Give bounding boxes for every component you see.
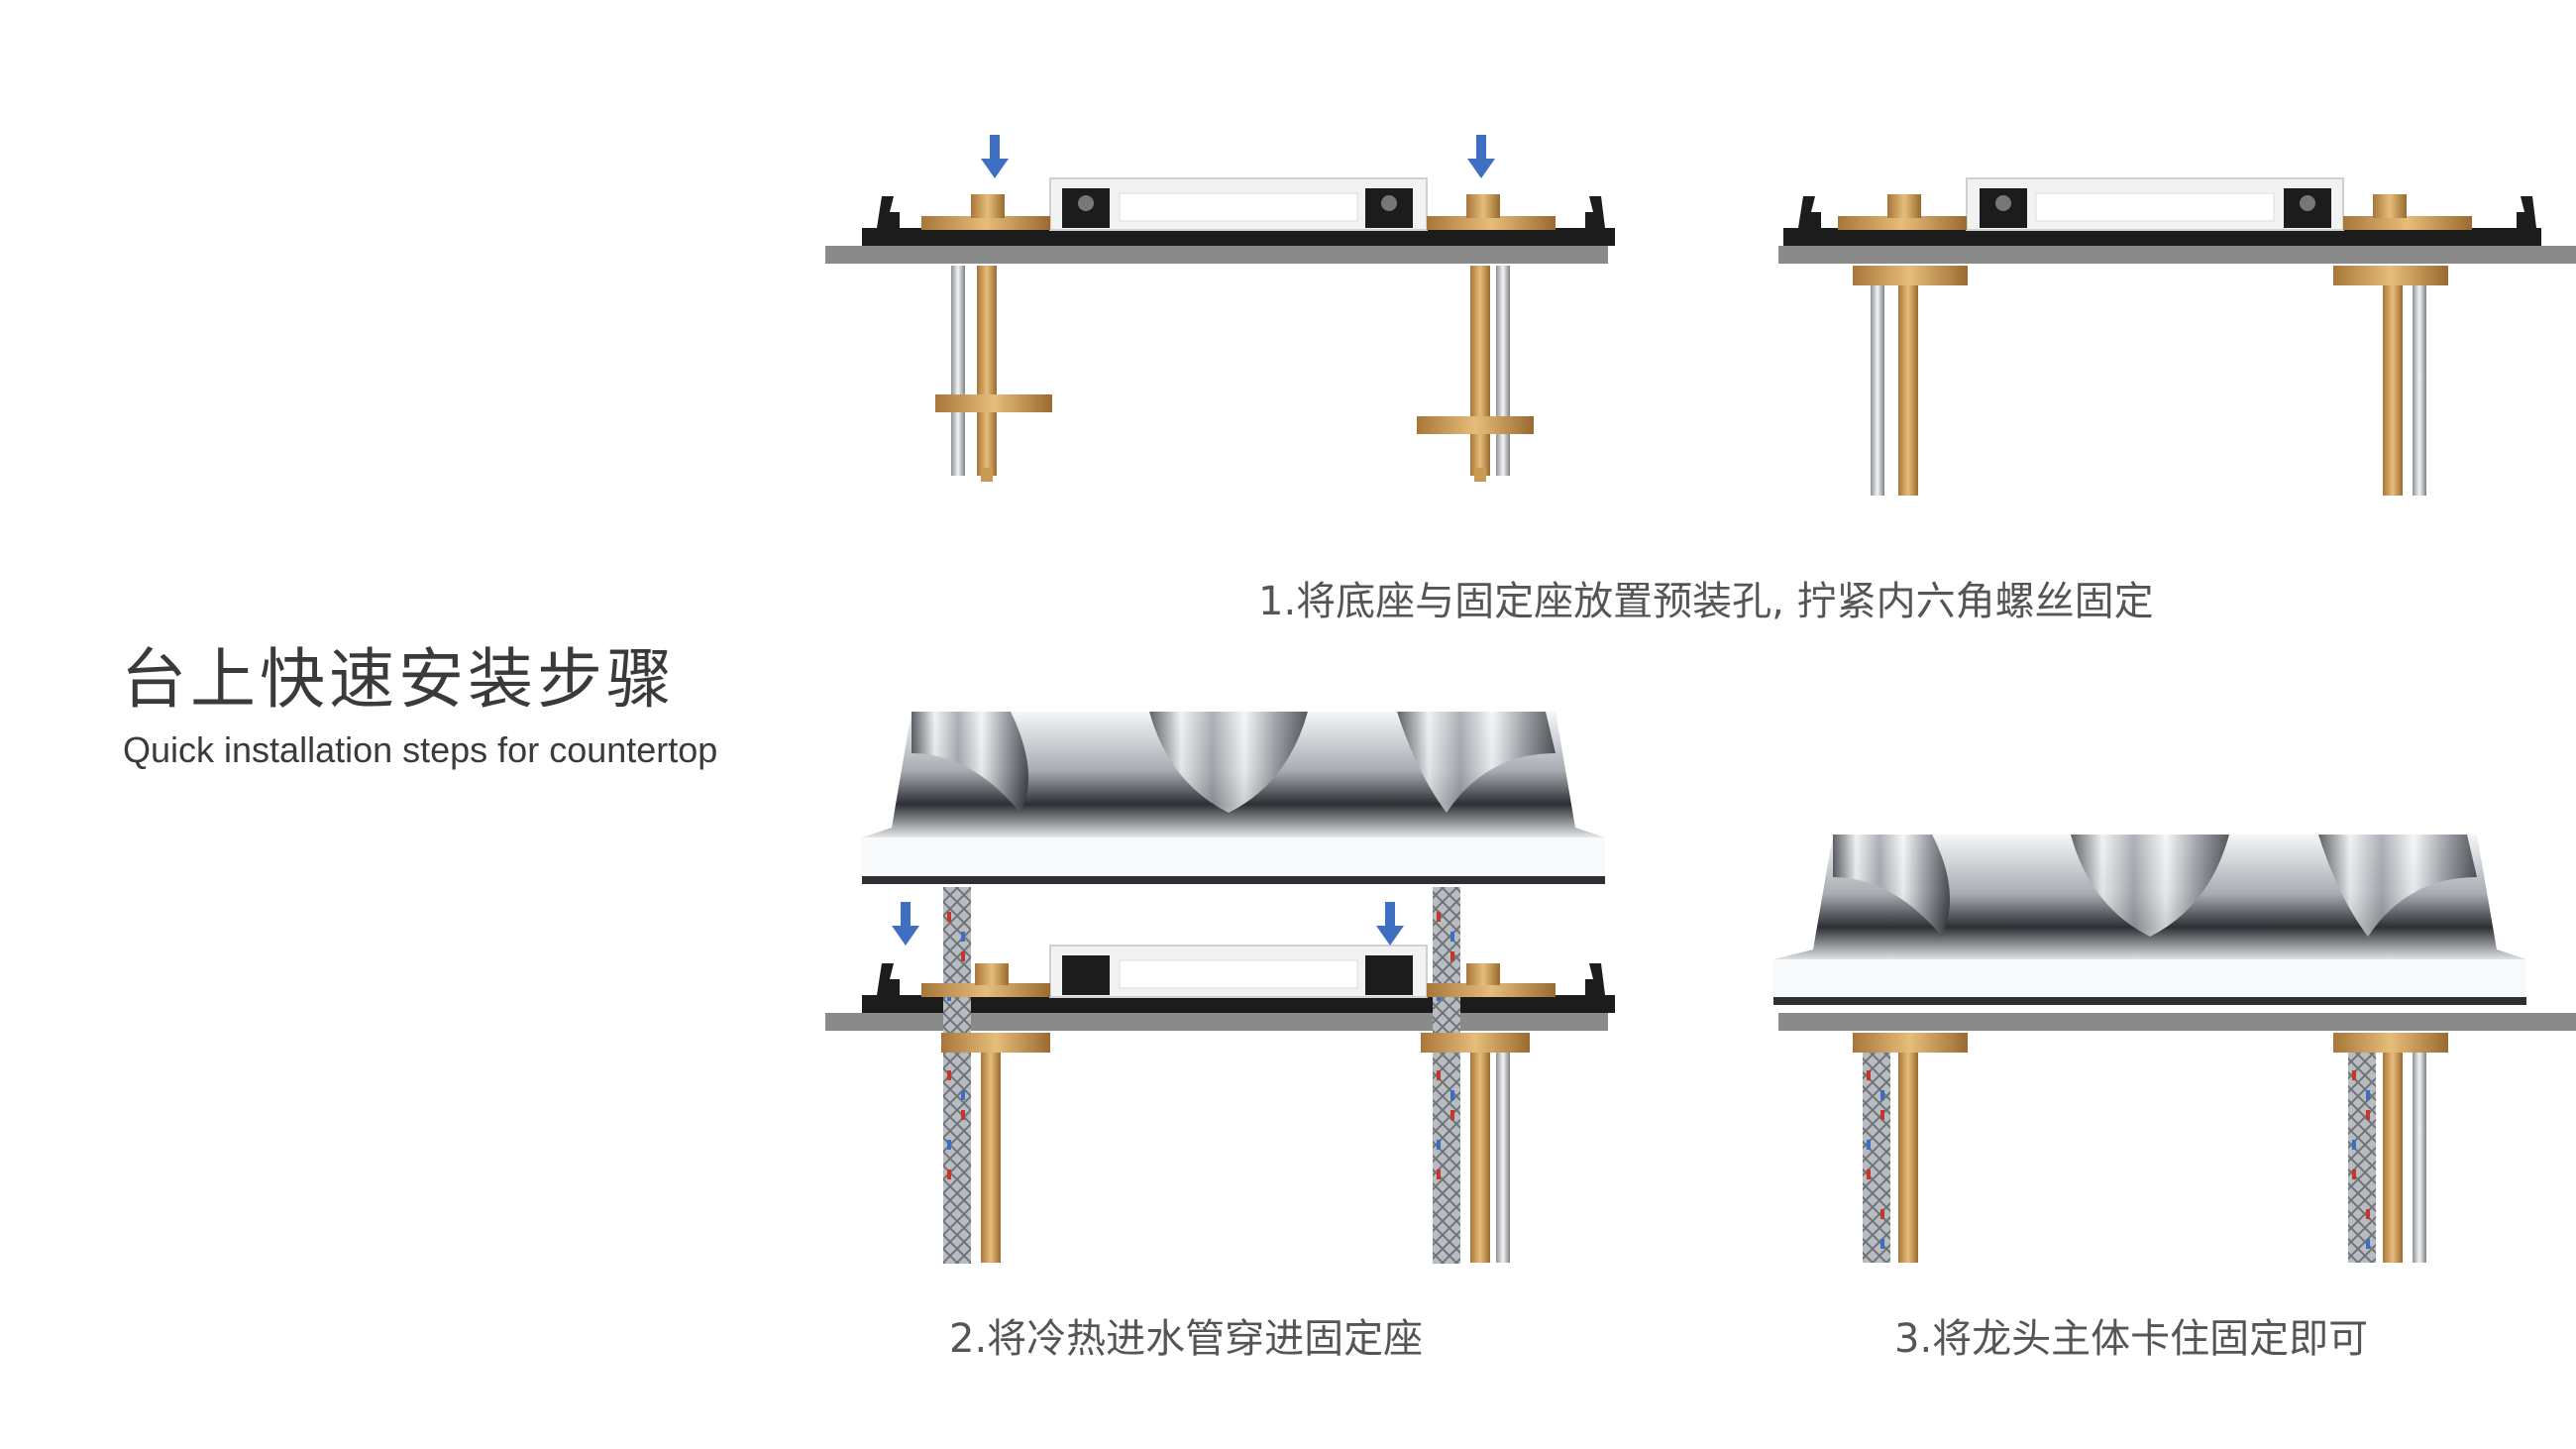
- countertop-slab: [825, 1013, 1608, 1031]
- faucet-base: [862, 945, 1615, 1013]
- faucet-base: [862, 177, 1615, 246]
- step-2-caption: 2.将冷热进水管穿进固定座: [949, 1316, 1424, 1362]
- fixing-seat-right: [1417, 194, 1556, 482]
- faucet-body: [862, 712, 1605, 884]
- faucet-base: [1783, 177, 2541, 246]
- countertop-slab: [825, 246, 1608, 264]
- water-hose-right: [2348, 1053, 2376, 1263]
- countertop-slab: [1778, 246, 2576, 264]
- water-hose-right: [1433, 887, 1460, 1264]
- step-3-caption: 3.将龙头主体卡住固定即可: [1894, 1316, 2369, 1362]
- water-hose-left: [1863, 1053, 1890, 1263]
- step-2-illustration: [825, 712, 1615, 1264]
- arrow-down-icon: [1376, 902, 1404, 946]
- fixing-seat-right: [2333, 1033, 2448, 1263]
- step-3-illustration: [1773, 835, 2576, 1263]
- step-1-caption: 1.将底座与固定座放置预装孔, 拧紧内六角螺丝固定: [1258, 579, 2154, 624]
- arrow-down-icon: [1467, 135, 1495, 178]
- arrow-down-icon: [981, 135, 1009, 178]
- step-1-after-illustration: [1778, 177, 2576, 496]
- fixing-seat-left: [1853, 1033, 1968, 1263]
- step-1-before-illustration: [825, 135, 1615, 482]
- countertop-slab: [1778, 1013, 2576, 1031]
- fixing-seat-left: [921, 194, 1052, 482]
- water-hose-left: [943, 887, 971, 1264]
- faucet-body: [1773, 835, 2526, 1005]
- fixing-seat-right: [1421, 963, 1556, 1263]
- arrow-down-icon: [892, 902, 919, 946]
- fixing-seat-right: [2333, 194, 2472, 496]
- page-title: 台上快速安装步骤: [121, 641, 676, 718]
- page-subtitle: Quick installation steps for countertop: [123, 729, 718, 770]
- fixing-seat-left: [921, 963, 1050, 1263]
- fixing-seat-left: [1838, 194, 1968, 496]
